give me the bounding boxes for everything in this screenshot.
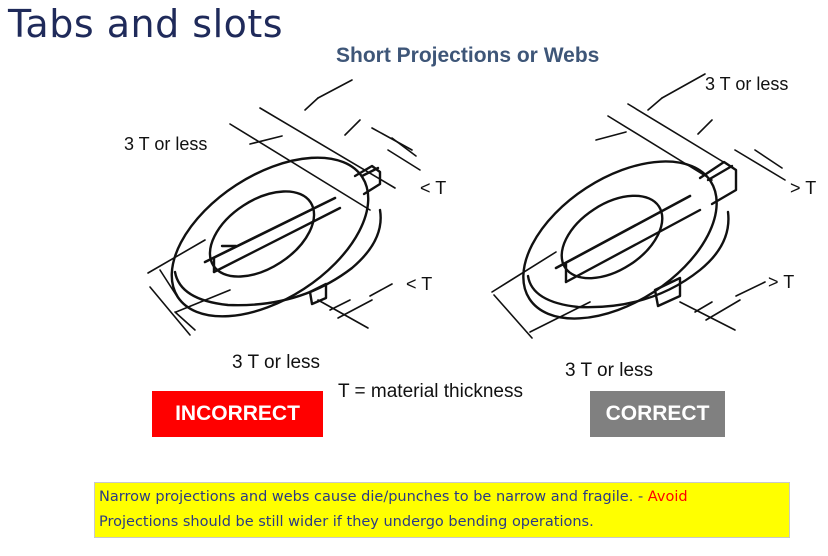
left-tab-thickness-label: < T (420, 178, 447, 198)
note-line-1-text: Narrow projections and webs cause die/pu… (99, 489, 644, 505)
right-tab-thickness-label: > T (790, 178, 817, 198)
left-top-width-label: 3 T or less (124, 134, 208, 154)
design-note-box: Narrow projections and webs cause die/pu… (94, 482, 790, 538)
right-bottom-width-label: 3 T or less (565, 360, 654, 381)
correct-badge: CORRECT (590, 391, 725, 437)
right-part-drawing (491, 73, 786, 339)
left-web-thickness-label: < T (406, 274, 433, 294)
right-web-thickness-label: > T (768, 272, 795, 292)
left-bottom-width-label: 3 T or less (232, 352, 321, 373)
thickness-note-label: T = material thickness (338, 381, 523, 402)
note-line-2: Projections should be still wider if the… (99, 514, 594, 530)
left-part-drawing (147, 79, 421, 336)
incorrect-badge: INCORRECT (152, 391, 323, 437)
right-top-width-label: 3 T or less (705, 74, 789, 94)
figure-subtitle: Short Projections or Webs (336, 44, 600, 67)
tabs-slots-diagram (147, 73, 786, 339)
avoid-label: Avoid (647, 489, 688, 505)
note-line-1: Narrow projections and webs cause die/pu… (99, 485, 785, 510)
slide-title: Tabs and slots (8, 2, 284, 46)
